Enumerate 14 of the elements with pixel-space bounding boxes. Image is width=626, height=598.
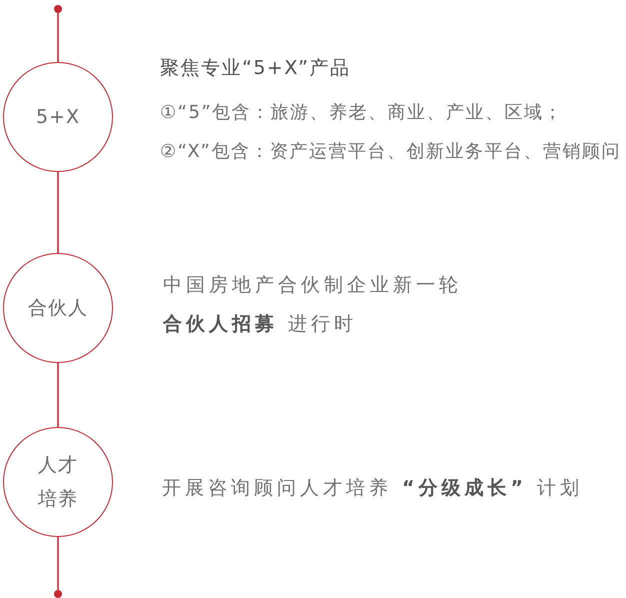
- connector-line: [57, 363, 59, 427]
- description-text: ②“X”包含：资产运营平台、创新业务平台、营销顾问: [160, 140, 622, 164]
- timeline-circle: 人才培养: [3, 427, 113, 537]
- timeline-dot: [54, 590, 62, 598]
- description-text: ①“5”包含：旅游、养老、商业、产业、区域；: [160, 101, 564, 125]
- connector-line: [57, 172, 59, 253]
- description-text: 中国房地产合伙制企业新一轮合伙人招募 进行时: [163, 273, 463, 337]
- section-heading: 聚焦专业“5+X”产品: [160, 56, 352, 81]
- description-text: 开展咨询顾问人才培养 “分级成长” 计划: [162, 476, 584, 501]
- connector-line: [57, 537, 59, 590]
- timeline-circle: 合伙人: [3, 253, 113, 363]
- timeline-dot: [54, 5, 62, 13]
- timeline-circle: 5+X: [3, 62, 113, 172]
- connector-line: [57, 13, 59, 62]
